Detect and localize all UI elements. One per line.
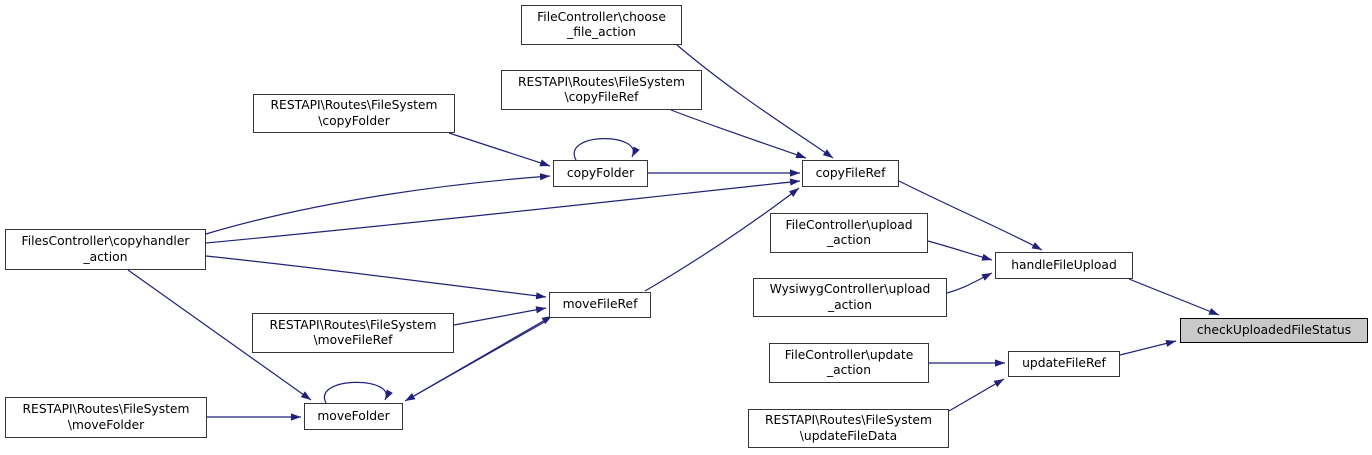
graph-node-handleFileUpload[interactable]: handleFileUpload bbox=[995, 252, 1133, 279]
edge-copyFileRef-to-handleFileUpload bbox=[898, 180, 1043, 251]
edge-restapi_updateFileData-to-updateFileRef bbox=[948, 378, 1005, 412]
graph-node-label: WysiwygController\upload _action bbox=[769, 282, 931, 312]
graph-node-label: RESTAPI\Routes\FileSystem \moveFileRef bbox=[269, 317, 437, 348]
graph-node-label: handleFileUpload bbox=[1011, 257, 1117, 272]
edge-moveFileRef-to-moveFolder bbox=[404, 319, 549, 402]
edge-copyhandler_action-to-copyFileRef bbox=[205, 178, 801, 244]
edge-copyhandler_action-to-moveFileRef bbox=[205, 255, 547, 300]
graph-node-restapi_copyFileRef[interactable]: RESTAPI\Routes\FileSystem \copyFileRef bbox=[501, 70, 702, 110]
graph-node-copyhandler_action[interactable]: FilesController\copyhandler _action bbox=[5, 229, 206, 270]
edge-moveFileRef-to-copyFileRef bbox=[644, 187, 800, 292]
graph-node-moveFileRef[interactable]: moveFileRef bbox=[549, 292, 651, 318]
graph-node-label: updateFileRef bbox=[1022, 356, 1106, 371]
graph-node-restapi_copyFolder[interactable]: RESTAPI\Routes\FileSystem \copyFolder bbox=[253, 94, 455, 133]
graph-node-label: copyFolder bbox=[566, 165, 635, 180]
edge-updateFileRef-to-checkUploadedFileStatus bbox=[1119, 339, 1177, 356]
graph-node-updateFileRef[interactable]: updateFileRef bbox=[1008, 351, 1120, 377]
graph-node-label: FileController\upload _action bbox=[785, 217, 913, 248]
edge-moveFolder-to-moveFolder bbox=[323, 381, 393, 404]
graph-node-label: FilesController\copyhandler _action bbox=[21, 234, 190, 264]
edge-choose_file_action-to-copyFileRef bbox=[676, 44, 834, 159]
edge-copyFolder-to-copyFolder bbox=[573, 138, 640, 161]
graph-node-wysiwyg_upload_action[interactable]: WysiwygController\upload _action bbox=[753, 278, 947, 317]
graph-node-moveFolder[interactable]: moveFolder bbox=[304, 403, 403, 430]
edge-handleFileUpload-to-checkUploadedFileStatus bbox=[1128, 278, 1220, 316]
edge-copyhandler_action-to-moveFolder bbox=[127, 269, 312, 401]
graph-node-label: RESTAPI\Routes\FileSystem \copyFolder bbox=[270, 98, 438, 128]
graph-node-label: FileController\choose _file_action bbox=[537, 9, 666, 40]
graph-node-update_action[interactable]: FileController\update _action bbox=[769, 343, 929, 383]
graph-node-label: moveFolder bbox=[317, 408, 390, 423]
graph-node-label: RESTAPI\Routes\FileSystem \copyFileRef bbox=[518, 74, 685, 105]
edge-upload_action-to-handleFileUpload bbox=[927, 240, 993, 261]
edge-wysiwyg_upload_action-to-handleFileUpload bbox=[946, 272, 993, 294]
graph-node-copyFolder[interactable]: copyFolder bbox=[553, 160, 648, 187]
graph-node-label: moveFileRef bbox=[562, 297, 638, 312]
edge-copyhandler_action-to-copyFolder bbox=[205, 173, 551, 235]
graph-node-label: checkUploadedFileStatus bbox=[1196, 322, 1352, 337]
edge-restapi_copyFileRef-to-copyFileRef bbox=[670, 109, 807, 159]
graph-node-upload_action[interactable]: FileController\upload _action bbox=[770, 213, 928, 253]
graph-node-choose_file_action[interactable]: FileController\choose _file_action bbox=[521, 5, 682, 45]
graph-node-label: copyFileRef bbox=[815, 165, 886, 180]
graph-node-checkUploadedFileStatus: checkUploadedFileStatus bbox=[1180, 318, 1368, 343]
graph-node-restapi_moveFolder[interactable]: RESTAPI\Routes\FileSystem \moveFolder bbox=[5, 397, 207, 438]
edge-restapi_copyFolder-to-copyFolder bbox=[448, 132, 551, 167]
graph-node-label: RESTAPI\Routes\FileSystem \moveFolder bbox=[22, 402, 190, 432]
graph-node-label: FileController\update _action bbox=[784, 347, 914, 378]
edge-restapi_moveFileRef-to-moveFileRef bbox=[453, 306, 547, 326]
graph-node-copyFileRef[interactable]: copyFileRef bbox=[802, 160, 899, 187]
graph-node-label: RESTAPI\Routes\FileSystem \updateFileDat… bbox=[765, 413, 932, 443]
graph-node-restapi_moveFileRef[interactable]: RESTAPI\Routes\FileSystem \moveFileRef bbox=[252, 313, 454, 353]
graph-node-restapi_updateFileData[interactable]: RESTAPI\Routes\FileSystem \updateFileDat… bbox=[748, 409, 949, 448]
